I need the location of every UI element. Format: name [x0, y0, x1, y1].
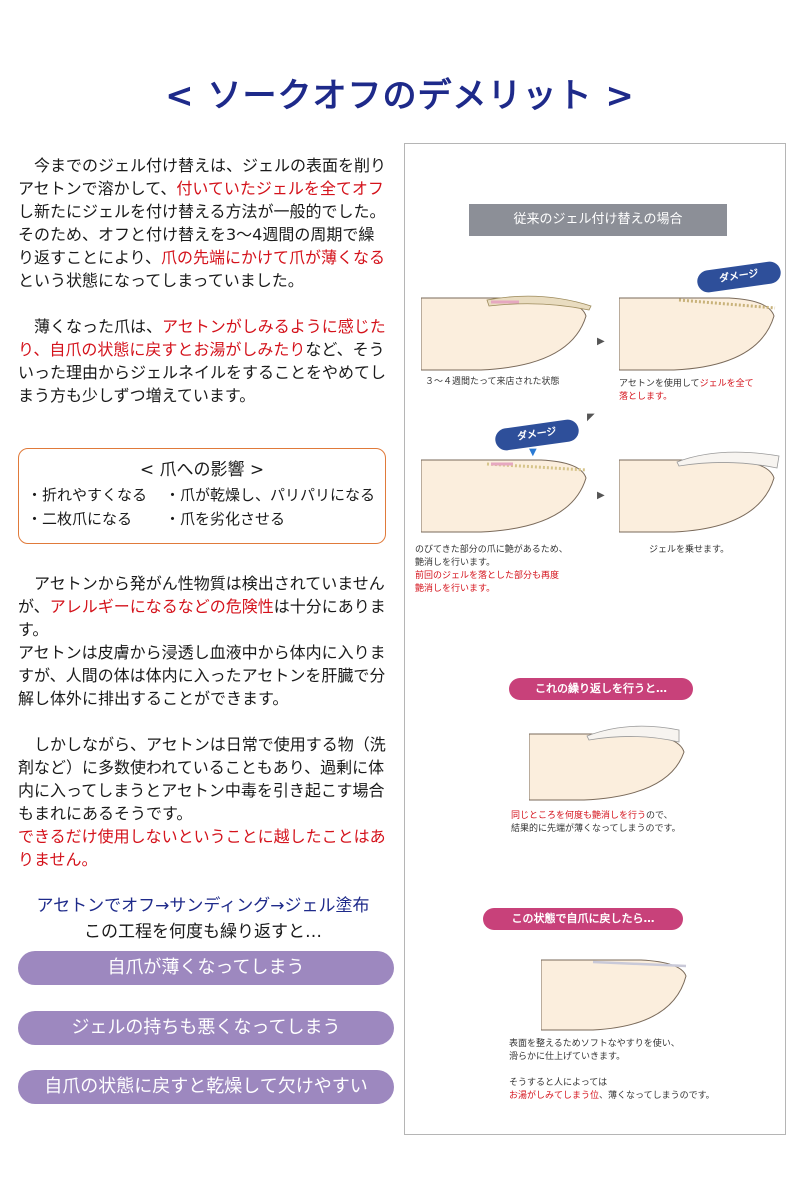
acetone-p1-highlight: アレルギーになるなどの危険性 — [49, 597, 274, 616]
effect-item: ・爪が乾燥し、パリパリになる — [165, 486, 376, 504]
arrow-icon: ▶ — [597, 336, 605, 347]
intro-text: 今までのジェル付け替えは、ジェルの表面を削りアセトンで溶かして、付いていたジェル… — [18, 154, 388, 430]
finger-illustration-5 — [529, 725, 685, 801]
step-6-a: 表面を整えるためソフトなやすりを使い、 — [509, 1039, 680, 1049]
process-summary: アセトンでオフ→サンディング→ジェル塗布 この工程を何度も繰り返すと… — [18, 893, 388, 945]
acetone-paragraph-2: しかしながら、アセトンは日常で使用する物（洗剤など）に多数使われていることもあり… — [18, 733, 388, 871]
step-2-a: アセトンを使用して — [619, 379, 700, 389]
acetone-p2: アセトンは皮膚から浸透し血液中から体内に入りますが、人間の体は体内に入ったアセト… — [18, 643, 386, 708]
acetone-text: アセトンから発がん性物質は検出されていませんが、アレルギーになるなどの危険性は十… — [18, 572, 388, 894]
return-badge: この状態で自爪に戻したら… — [483, 908, 683, 930]
step-3-caption: のびてきた部分の爪に艶があるため、艶消しを行います。前回のジェルを落とした部分も… — [415, 544, 568, 596]
intro-paragraph-1: 今までのジェル付け替えは、ジェルの表面を削りアセトンで溶かして、付いていたジェル… — [18, 154, 388, 292]
step-2-caption: アセトンを使用してジェルを全て落とします。 — [619, 378, 754, 404]
finger-illustration-4 — [619, 451, 780, 533]
intro-p1-highlight: 付いていたジェルを全てオフ — [176, 179, 384, 198]
intro-p2-highlight: 爪の先端にかけて爪が薄くなる — [161, 248, 386, 267]
nail-effects-box: < 爪への影響 > ・折れやすくなる ・爪が乾燥し、パリパリになる ・二枚爪にな… — [18, 448, 386, 544]
effect-item: ・折れやすくなる — [27, 486, 148, 504]
effect-item: ・爪を劣化させる — [165, 510, 286, 528]
nail-effects-title: < 爪への影響 > — [139, 460, 265, 480]
damage-label: ダメージ — [493, 418, 581, 452]
acetone-paragraph-1: アセトンから発がん性物質は検出されていませんが、アレルギーになるなどの危険性は十… — [18, 572, 388, 710]
intro-paragraph-2: 薄くなった爪は、アセトンがしみるように感じたり、自爪の状態に戻すとお湯がしみたり… — [18, 315, 388, 407]
damage-label: ダメージ — [695, 260, 783, 294]
finger-illustration-1 — [421, 295, 592, 371]
acetone-p3-highlight: できるだけ使用しないということに越したことはありません。 — [18, 827, 386, 869]
step-3-a: のびてきた部分の爪に艶があるため、 — [415, 545, 568, 555]
acetone-p1-a: アセトンから発がん性物質は検出されていませんが、 — [18, 574, 385, 616]
arrow-down-icon: ▼ — [529, 447, 537, 458]
step-5-caption: 同じところを何度も艶消しを行うので、結果的に先端が薄くなってしまうのです。 — [511, 810, 681, 836]
page-title: < ソークオフのデメリット > — [165, 76, 635, 116]
repeat-badge: これの繰り返しを行うと… — [509, 678, 693, 700]
finger-illustration-2 — [619, 297, 776, 371]
step-5-a: ので、 — [646, 811, 673, 821]
process-repeat: この工程を何度も繰り返すと… — [84, 922, 322, 942]
arrow-icon: ▶ — [597, 490, 605, 501]
step-6-b: 滑らかに仕上げていきます。 — [509, 1052, 626, 1062]
arrow-icon: ◤ — [587, 412, 595, 423]
step-1-caption: ３〜４週間たって来店された状態 — [425, 377, 560, 387]
step-5-highlight: 同じところを何度も艶消しを行う — [511, 811, 647, 821]
intro-p1-a: 今までのジェル付け替えは、ジェルの表面を削りアセトンで溶かして、 — [18, 156, 387, 198]
intro-p3-highlight: アセトンがしみるように感じたり、自爪の状態に戻すとお湯がしみたり — [18, 317, 386, 359]
step-3-b: 艶消しを行います。 — [415, 558, 496, 568]
intro-p3-b: など、そういった理由からジェルネイルをすることをやめてしまう方も少しずつ増えてい… — [18, 340, 387, 405]
diagram-panel: 従来のジェル付け替えの場合 ダメージ ▶ ３〜４週間たって来店された状態 アセト… — [404, 143, 786, 1135]
step-2-highlight: ジェルを全て — [699, 379, 754, 389]
intro-p1-b: し新たにジェルを付け替える方法が一般的でした。 — [18, 202, 386, 221]
diagram-header: 従来のジェル付け替えの場合 — [469, 204, 727, 236]
result-pill: 自爪が薄くなってしまう — [18, 951, 394, 985]
step-3-highlight-2: 艶消しを行います。 — [415, 584, 496, 594]
result-pill: 自爪の状態に戻すと乾燥して欠けやすい — [18, 1070, 394, 1104]
step-6-caption: 表面を整えるためソフトなやすりを使い、滑らかに仕上げていきます。そうすると人によ… — [509, 1038, 715, 1103]
step-6-d: 、薄くなってしまうのです。 — [599, 1091, 715, 1101]
step-5-b: 結果的に先端が薄くなってしまうのです。 — [511, 824, 681, 834]
effect-item: ・二枚爪になる — [27, 510, 133, 528]
process-steps: アセトンでオフ→サンディング→ジェル塗布 — [36, 896, 370, 916]
step-6-c: そうすると人によっては — [509, 1078, 608, 1088]
intro-p2-a: そのため、オフと付け替えを3〜4週間の周期で繰り返すことにより、 — [18, 225, 375, 267]
step-6-highlight: お湯がしみてしまう位 — [509, 1091, 600, 1101]
step-3-highlight-1: 前回のジェルを落とした部分も再度 — [415, 571, 560, 581]
acetone-p3: しかしながら、アセトンは日常で使用する物（洗剤など）に多数使われていることもあり… — [18, 735, 386, 823]
result-pill: ジェルの持ちも悪くなってしまう — [18, 1011, 394, 1045]
step-4-caption: ジェルを乗せます。 — [649, 545, 730, 555]
intro-p2-b: という状態になってしまっていました。 — [18, 271, 304, 290]
finger-illustration-3 — [421, 459, 587, 533]
finger-illustration-6 — [541, 959, 687, 1031]
acetone-p1-b: は十分にあります。 — [18, 597, 386, 639]
intro-p3-a: 薄くなった爪は、 — [34, 317, 163, 336]
step-2-b: 落とします。 — [619, 392, 673, 402]
